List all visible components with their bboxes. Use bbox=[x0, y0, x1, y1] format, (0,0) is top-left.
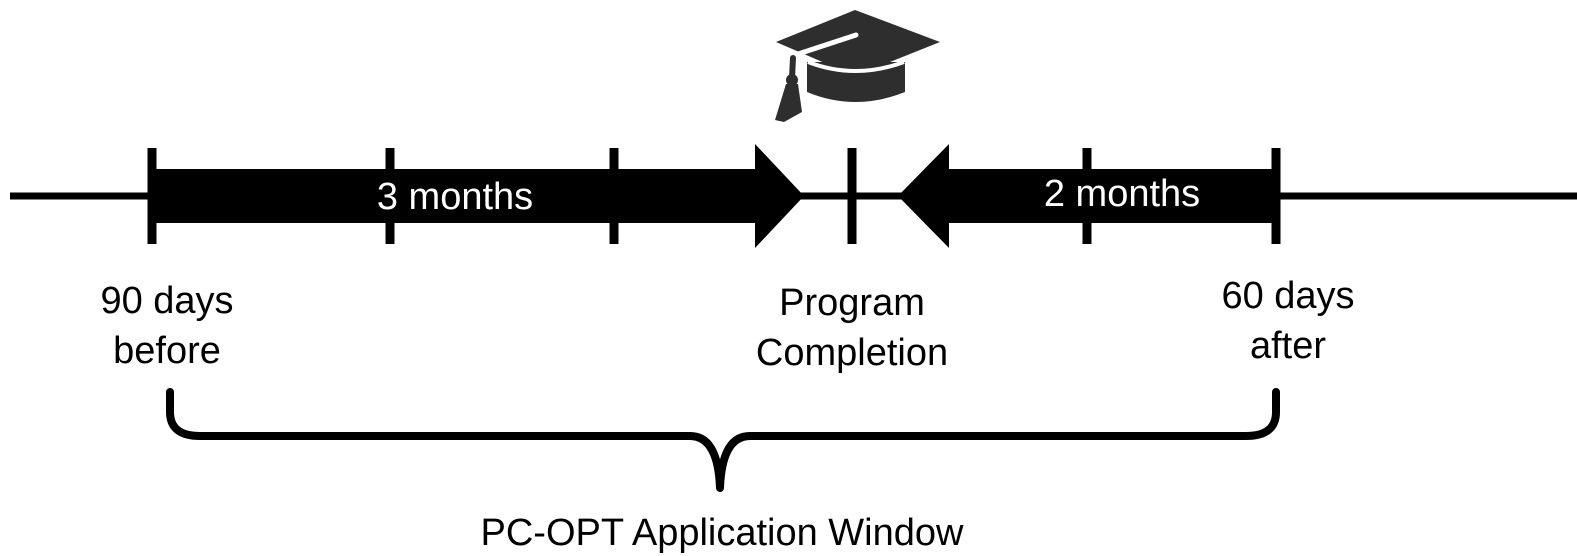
tassel-knot bbox=[786, 74, 798, 86]
mortarboard bbox=[776, 10, 940, 76]
arrow-before-label: 3 months bbox=[377, 176, 533, 218]
cap-band bbox=[807, 60, 905, 73]
window-label: PC-OPT Application Window bbox=[481, 512, 964, 554]
arrow-before bbox=[152, 144, 804, 248]
cap-body bbox=[807, 62, 905, 102]
label-after-line1: 60 days bbox=[1221, 275, 1354, 317]
tick-marks bbox=[147, 148, 1281, 244]
label-before-line1: 90 days bbox=[100, 280, 233, 322]
window-brace bbox=[166, 388, 1280, 492]
graduation-cap-icon bbox=[775, 10, 940, 122]
tassel bbox=[775, 84, 802, 122]
label-completion-line1: Program bbox=[779, 282, 925, 324]
label-completion-line2: Completion bbox=[756, 332, 948, 374]
label-before-line2: before bbox=[113, 330, 221, 372]
label-after-line2: after bbox=[1250, 325, 1326, 367]
arrow-after-label: 2 months bbox=[1044, 173, 1200, 215]
